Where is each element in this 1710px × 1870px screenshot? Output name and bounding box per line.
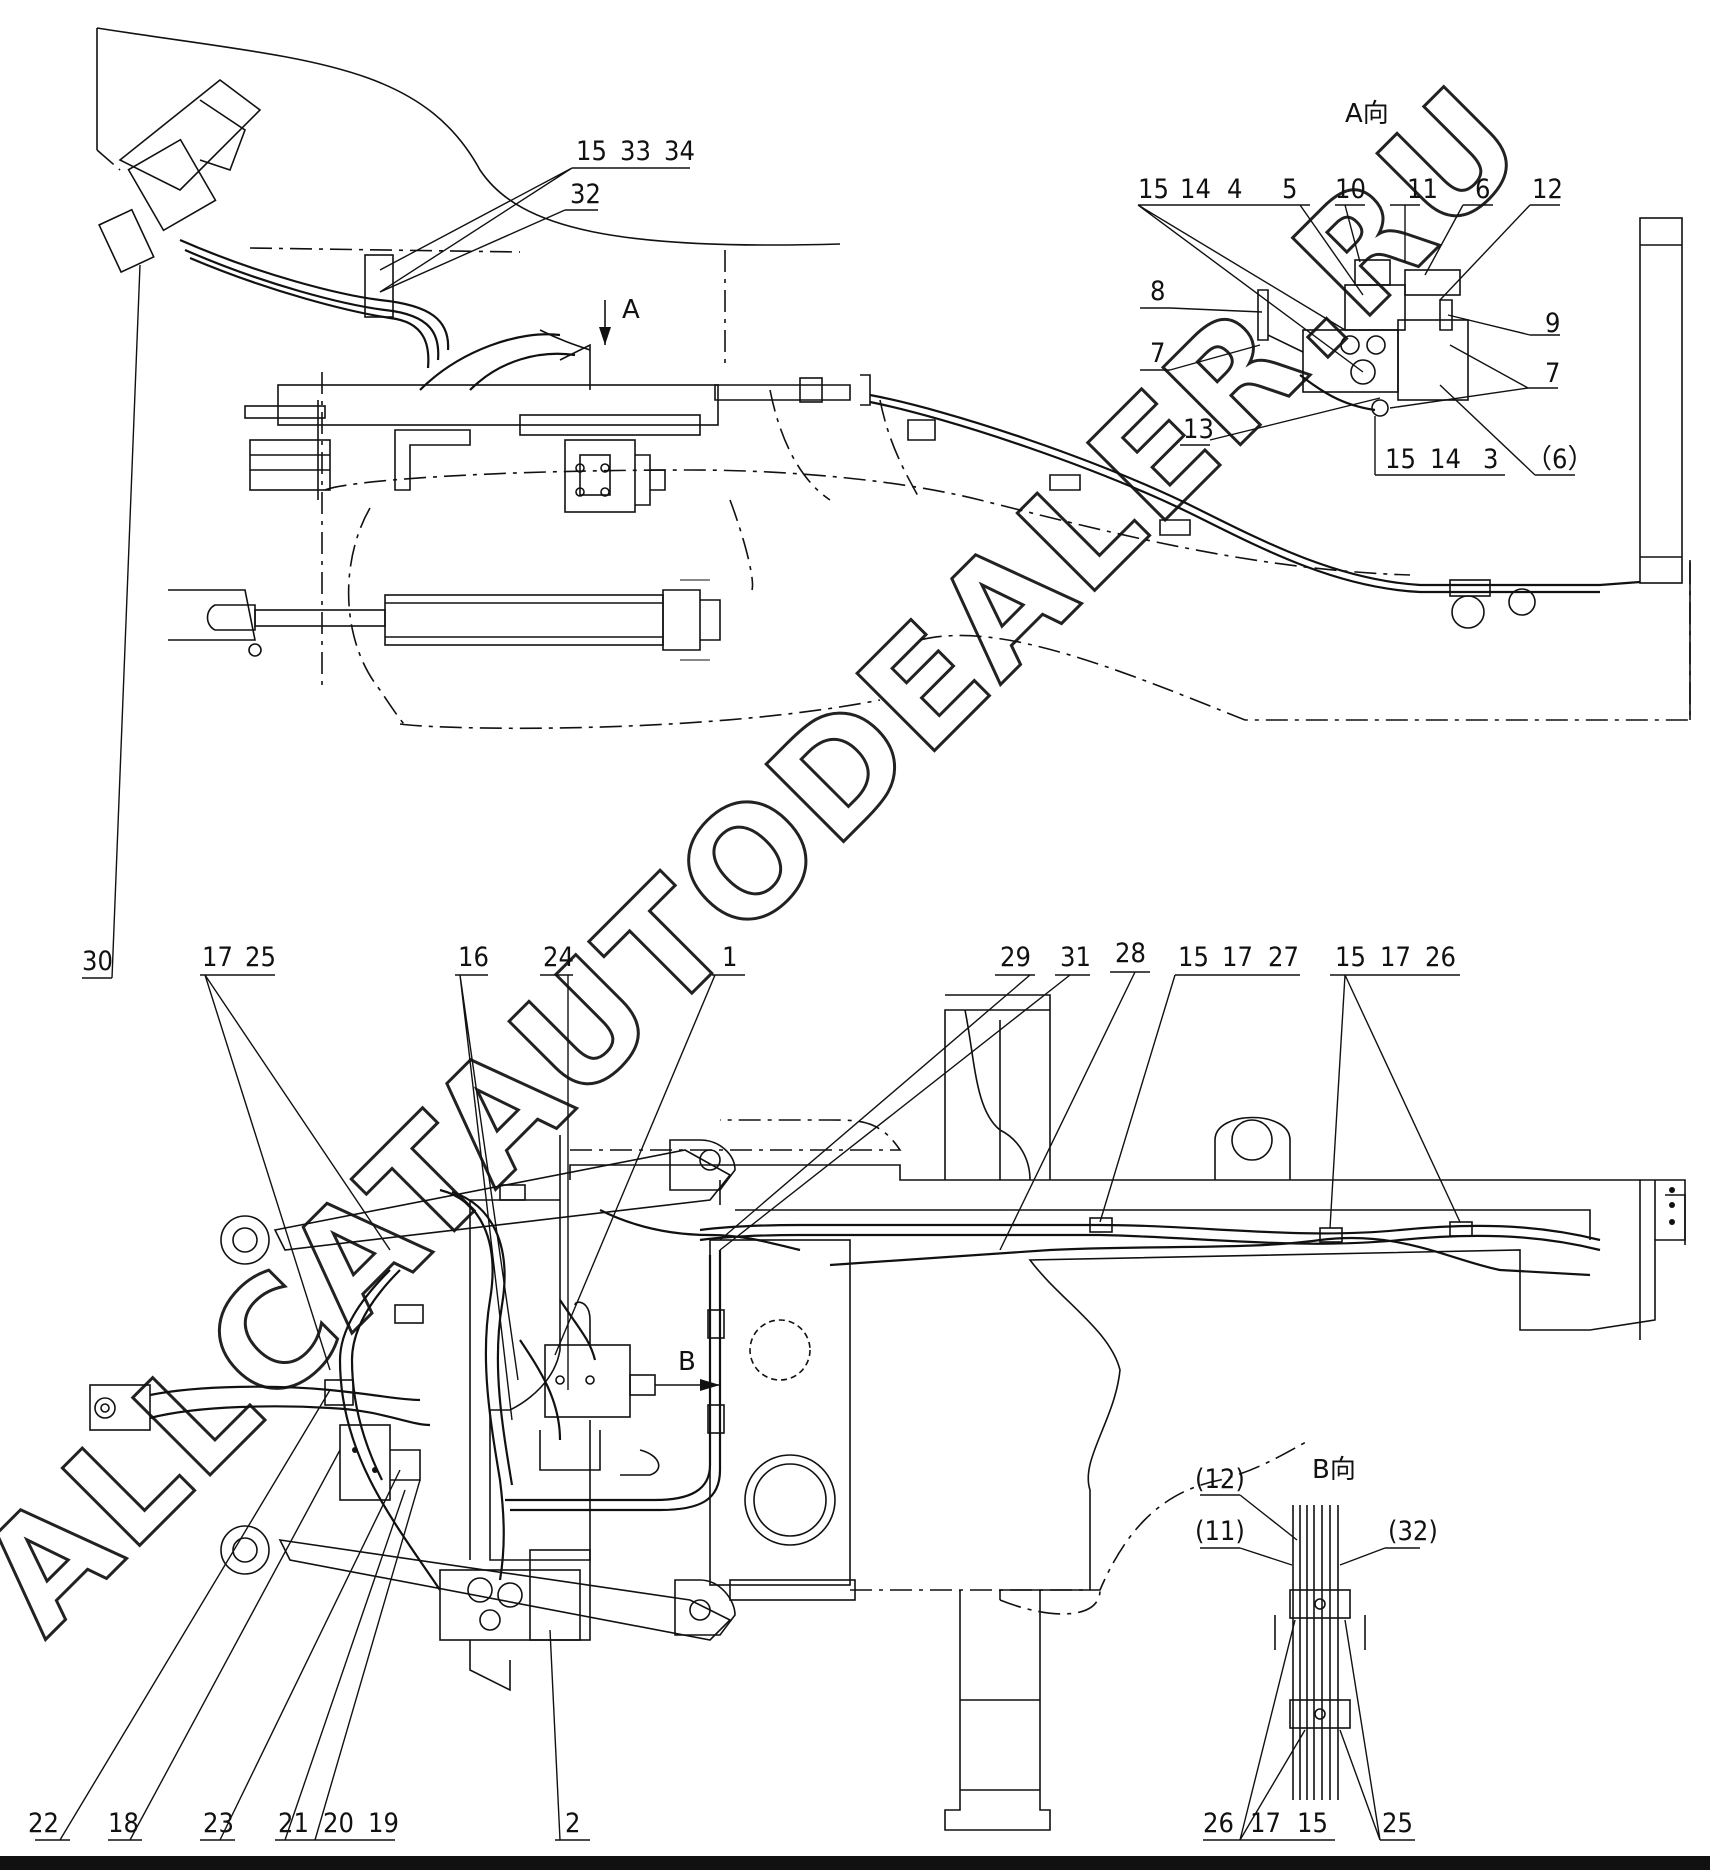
callout-15: 15 (1138, 174, 1169, 205)
callout-9: 9 (1545, 308, 1560, 339)
view-b-detail: B向 (1274, 1455, 1366, 1800)
callout-21: 21 (278, 1808, 309, 1839)
callout-14: 14 (1430, 444, 1461, 475)
callout-29: 29 (1000, 942, 1031, 973)
callout-25: 25 (245, 942, 276, 973)
callouts-bottom: 17 25 16 24 1 29 31 28 15 17 27 15 17 26… (28, 938, 1456, 1839)
callouts-top: 15 33 34 32 15 14 4 5 10 11 6 12 8 9 7 7… (82, 136, 1594, 977)
callout-11-parenthesized: (11) (1195, 1516, 1245, 1547)
callout-34: 34 (664, 136, 695, 167)
callout-15: 15 (1178, 942, 1209, 973)
bottom-plan-view: B (89, 994, 1686, 1831)
bottom-border-bar (0, 1856, 1710, 1870)
view-b-title: B向 (1312, 1455, 1356, 1485)
callout-15: 15 (1297, 1808, 1328, 1839)
callout-4: 4 (1227, 174, 1242, 205)
callout-23: 23 (203, 1808, 234, 1839)
callout-32: 32 (570, 179, 601, 210)
callout-26: 26 (1425, 942, 1456, 973)
callout-24: 24 (543, 942, 574, 973)
view-arrow-a-label: A (622, 295, 640, 325)
callout-15: 15 (576, 136, 607, 167)
watermark-text: ALLCATAUTODEALER.RU (0, 54, 1559, 1666)
callout-1: 1 (722, 942, 737, 973)
callout-33: 33 (620, 136, 651, 167)
callout-7: 7 (1545, 358, 1560, 389)
view-a-detail: A向 (1257, 99, 1469, 417)
callout-10: 10 (1335, 174, 1366, 205)
callout-16: 16 (458, 942, 489, 973)
callout-17: 17 (1222, 942, 1253, 973)
top-side-view: A (96, 27, 1691, 730)
callout-13: 13 (1183, 414, 1214, 445)
callout-2: 2 (565, 1808, 580, 1839)
callout-26: 26 (1203, 1808, 1234, 1839)
leaders-bottom (35, 971, 1461, 1841)
callout-32-parenthesized: (32) (1388, 1516, 1438, 1547)
callout-15: 15 (1385, 444, 1416, 475)
callout-28: 28 (1115, 938, 1146, 969)
callout-25: 25 (1382, 1808, 1413, 1839)
callout-19: 19 (368, 1808, 399, 1839)
leaders-top (82, 167, 1575, 979)
view-a-title: A向 (1345, 99, 1389, 129)
callout-11: 11 (1407, 174, 1438, 205)
callouts-view-b: (12) (11) (32) 26 17 15 25 (1195, 1464, 1438, 1839)
callout-6-parenthesized: （6） (1525, 444, 1594, 475)
callout-12-parenthesized: (12) (1195, 1464, 1245, 1495)
callout-27: 27 (1268, 942, 1299, 973)
callout-5: 5 (1282, 174, 1297, 205)
view-arrow-b-label: B (678, 1347, 696, 1377)
watermark: ALLCATAUTODEALER.RU (0, 52, 1561, 1667)
leaders-view-b (1200, 1494, 1420, 1841)
callout-22: 22 (28, 1808, 59, 1839)
callout-6: 6 (1475, 174, 1490, 205)
callout-7: 7 (1150, 338, 1165, 369)
callout-17: 17 (1250, 1808, 1281, 1839)
callout-14: 14 (1180, 174, 1211, 205)
callout-20: 20 (323, 1808, 354, 1839)
callout-17: 17 (202, 942, 233, 973)
callout-30: 30 (82, 946, 113, 977)
callout-31: 31 (1060, 942, 1091, 973)
callout-17: 17 (1380, 942, 1411, 973)
callout-15: 15 (1335, 942, 1366, 973)
callout-18: 18 (108, 1808, 139, 1839)
callout-3: 3 (1483, 444, 1498, 475)
callout-8: 8 (1150, 276, 1165, 307)
callout-12: 12 (1532, 174, 1563, 205)
